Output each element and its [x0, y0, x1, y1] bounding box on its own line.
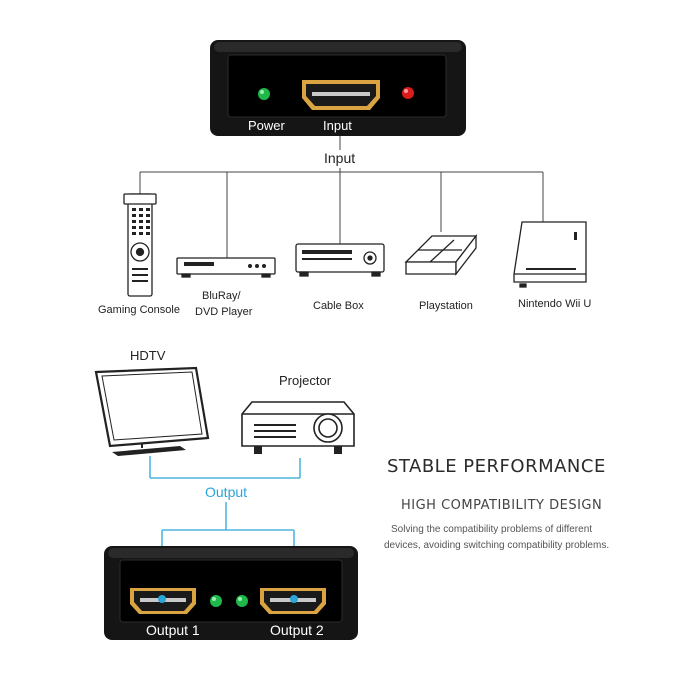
top-splitter-device	[210, 40, 466, 136]
source-gaming-console-label: Gaming Console	[98, 304, 180, 316]
output2-label: Output 2	[270, 622, 324, 638]
led-2-icon	[236, 595, 248, 607]
projector-label: Projector	[279, 373, 332, 388]
power-label: Power	[248, 118, 285, 133]
bottom-splitter-device	[104, 546, 358, 640]
source-nintendo-wii-u-label: Nintendo Wii U	[518, 298, 592, 310]
bluray-dvd-player-icon	[176, 257, 276, 278]
source-cable-box-label: Cable Box	[313, 300, 364, 312]
status-led-icon	[402, 87, 414, 99]
hdtv-icon	[94, 366, 210, 456]
projector-icon	[241, 401, 355, 454]
subheadline: HIGH COMPATIBILITY DESIGN	[401, 498, 603, 513]
output-tree-label: Output	[205, 484, 248, 500]
led-1-icon	[210, 595, 222, 607]
source-dvd-player-label: DVD Player	[195, 306, 253, 318]
source-playstation-label: Playstation	[419, 300, 473, 312]
source-bluray-label: BluRay/	[202, 290, 241, 302]
hdtv-label: HDTV	[130, 348, 166, 363]
nintendo-wii-u-icon	[513, 221, 587, 288]
input-port-label: Input	[323, 118, 352, 133]
cable-box-icon	[295, 243, 385, 277]
output1-label: Output 1	[146, 622, 200, 638]
body-line-2: devices, avoiding switching compatibilit…	[384, 540, 610, 551]
input-tree-lines	[139, 136, 544, 258]
input-tree-label: Input	[324, 150, 356, 166]
gaming-console-icon	[123, 193, 157, 297]
power-led-icon	[258, 88, 270, 100]
headline: STABLE PERFORMANCE	[387, 456, 606, 477]
playstation-icon	[404, 234, 478, 276]
hdmi-port-icon	[302, 80, 380, 110]
body-line-1: Solving the compatibility problems of di…	[391, 524, 593, 535]
